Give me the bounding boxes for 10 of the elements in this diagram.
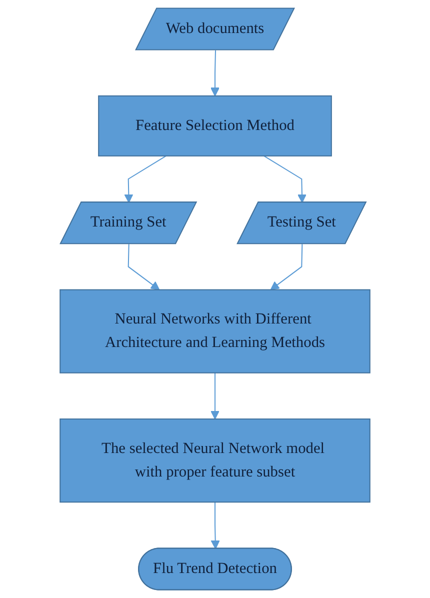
arrow	[264, 155, 306, 203]
arrow	[210, 372, 220, 420]
arrow	[210, 50, 220, 96]
arrow	[128, 244, 160, 290]
node-box: The selected Neural Network model with proper feature subset	[60, 418, 370, 503]
arrow	[124, 155, 166, 203]
arrow	[270, 244, 303, 290]
node-box: Neural Networks with Different Architecture and Learning Methods	[60, 289, 370, 374]
arrow	[210, 502, 220, 550]
node-box: Feature Selection Method	[98, 95, 332, 156]
